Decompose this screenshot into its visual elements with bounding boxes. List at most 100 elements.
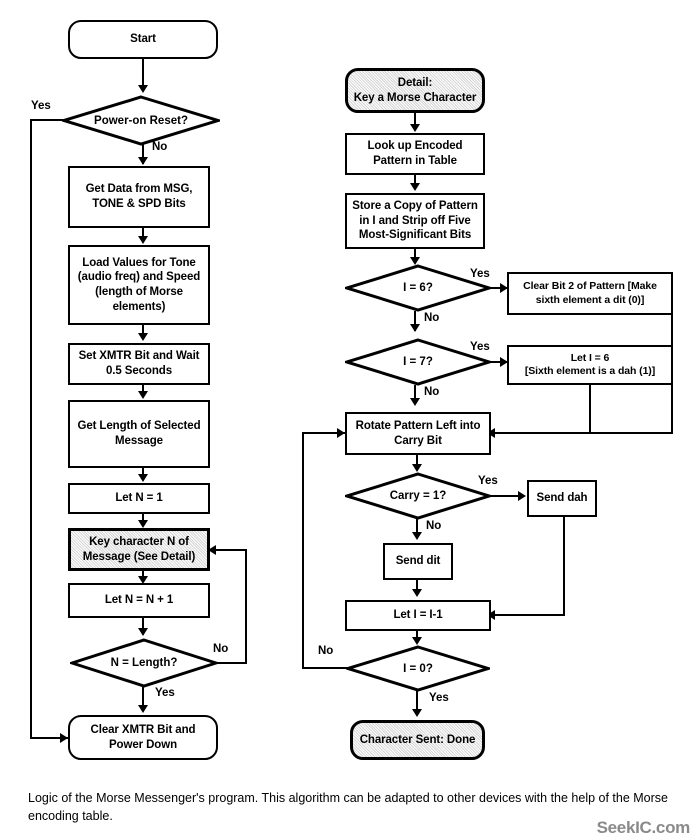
node-get-length: Get Length of Selected Message [68, 400, 210, 468]
node-label: Character Sent: Done [359, 733, 476, 746]
edge-label-yes-nlength: Yes [155, 687, 175, 699]
edge-nlength-no-h [215, 662, 247, 664]
node-label: Look up Encoded Pattern in Table [367, 140, 463, 167]
edge-label-yes-ieq0: Yes [429, 692, 449, 704]
edge-ieq0-yes [416, 691, 418, 713]
edge-store-to-ieq6 [414, 249, 416, 263]
node-n-equals-length [70, 638, 218, 688]
node-get-data: Get Data from MSG, TONE & SPD Bits [68, 166, 210, 228]
edge-senddah-to-deci-h [493, 614, 565, 616]
node-i-equals-0-text: I = 0? [346, 645, 490, 692]
node-i-equals-7-text: I = 7? [345, 338, 491, 386]
node-load-values: Load Values for Tone (audio freq) and Sp… [68, 245, 210, 325]
edge-nlength-no-to-keychar [213, 549, 247, 551]
node-label: Let N = N + 1 [104, 594, 174, 607]
edge-label-yes-ieq6: Yes [470, 268, 490, 280]
node-label: Clear Bit 2 of Pattern [Make sixth eleme… [523, 280, 657, 306]
arrowhead-down [138, 576, 148, 584]
arrowhead-down [138, 236, 148, 244]
arrowhead-down [410, 124, 420, 132]
arrowhead-down [410, 324, 420, 332]
node-label: Get Data from MSG, TONE & SPD Bits [85, 183, 193, 210]
node-label: Get Length of Selected Message [77, 420, 201, 447]
node-let-n-1: Let N = 1 [68, 483, 210, 514]
arrowhead-down [138, 333, 148, 341]
node-i-equals-0 [346, 645, 490, 692]
edge-power-reset-yes-v [30, 119, 32, 739]
node-store-copy: Store a Copy of Pattern in I and Strip o… [345, 193, 485, 249]
edge-start-to-power-reset [142, 59, 144, 87]
edge-load-to-setxmtr [142, 325, 144, 336]
arrowhead-down [138, 157, 148, 165]
node-i-equals-7 [345, 338, 491, 386]
edge-clearbit2-to-rotate-v [671, 293, 673, 434]
edge-getlength-to-letn1 [142, 468, 144, 478]
edge-label-no-ieq7: No [424, 386, 440, 398]
arrowhead-down [138, 391, 148, 399]
node-label: Detail: Key a Morse Character [353, 76, 477, 104]
arrowhead-down [138, 520, 148, 528]
edge-nlength-no-v [245, 549, 247, 664]
node-label: Power-on Reset? [94, 114, 188, 127]
node-label: Let I = 6 [Sixth element is a dah (1)] [524, 351, 656, 377]
node-carry-equals-1 [345, 472, 491, 520]
node-label: Load Values for Tone (audio freq) and Sp… [77, 256, 201, 313]
arrowhead-down [412, 709, 422, 717]
edge-clearbit2-to-rotate-h [492, 432, 673, 434]
node-power-on-reset-text: Power-on Reset? [62, 95, 220, 146]
node-i-equals-6-text: I = 6? [345, 264, 491, 312]
node-label: I = 0? [403, 662, 433, 675]
edge-ieq6-no [414, 311, 416, 331]
figure-caption: Logic of the Morse Messenger's program. … [28, 791, 668, 823]
edge-nlength-yes [142, 687, 144, 709]
edge-senddah-to-deci-v [563, 517, 565, 616]
node-label: Rotate Pattern Left into Carry Bit [355, 419, 481, 447]
arrowhead-down [412, 637, 422, 645]
edge-ieq7-yes [489, 361, 507, 363]
edge-lookup-to-store [414, 175, 416, 187]
node-character-sent-done: Character Sent: Done [350, 720, 485, 760]
arrowhead-right [60, 733, 68, 743]
edge-label-no-ieq6: No [424, 312, 440, 324]
arrowhead-down [410, 183, 420, 191]
edge-rotate-to-carry [416, 455, 418, 469]
node-send-dah: Send dah [527, 480, 597, 517]
arrowhead-right [337, 428, 345, 438]
edge-ieq7-no [414, 385, 416, 403]
node-label: Let N = 1 [115, 492, 163, 505]
node-send-dit: Send dit [383, 543, 453, 580]
edge-incn-to-nlength [142, 618, 144, 633]
edge-ieq0-no-v [302, 432, 304, 669]
node-let-i-minus-1: Let I = I-1 [345, 600, 491, 631]
arrowhead-down [412, 464, 422, 472]
node-label: Carry = 1? [389, 490, 447, 502]
node-label: Set XMTR Bit and Wait 0.5 Seconds [78, 350, 200, 377]
edge-label-yes-ieq7: Yes [470, 341, 490, 353]
node-power-on-reset [62, 95, 220, 146]
edge-carry-yes [489, 495, 523, 497]
watermark-text: SeekIC.com [596, 818, 691, 837]
edge-label-no-carry: No [426, 520, 442, 532]
edge-power-reset-yes-h [30, 119, 63, 121]
arrowhead-left [208, 545, 216, 555]
arrowhead-left [487, 428, 495, 438]
edge-leti6-to-rotate-v [589, 385, 591, 434]
node-carry-equals-1-text: Carry = 1? [345, 472, 491, 520]
node-label: Store a Copy of Pattern in I and Strip o… [352, 199, 478, 242]
edge-label-yes-carry: Yes [478, 475, 498, 487]
arrowhead-right [500, 357, 508, 367]
node-rotate-pattern: Rotate Pattern Left into Carry Bit [345, 412, 491, 455]
node-label: N = Length? [110, 657, 178, 669]
node-i-equals-6 [345, 264, 491, 312]
arrowhead-left [487, 610, 495, 620]
node-label: Send dah [536, 492, 588, 505]
node-detail-start: Detail: Key a Morse Character [345, 68, 485, 113]
edge-letn1-to-keychar [142, 514, 144, 525]
arrowhead-down [138, 628, 148, 636]
edge-label-no-ieq0: No [318, 645, 334, 657]
arrowhead-right [500, 283, 508, 293]
arrowhead-down [138, 705, 148, 713]
node-label: Send dit [395, 555, 441, 568]
edge-ieq6-yes [489, 287, 507, 289]
arrowhead-down [138, 85, 148, 93]
